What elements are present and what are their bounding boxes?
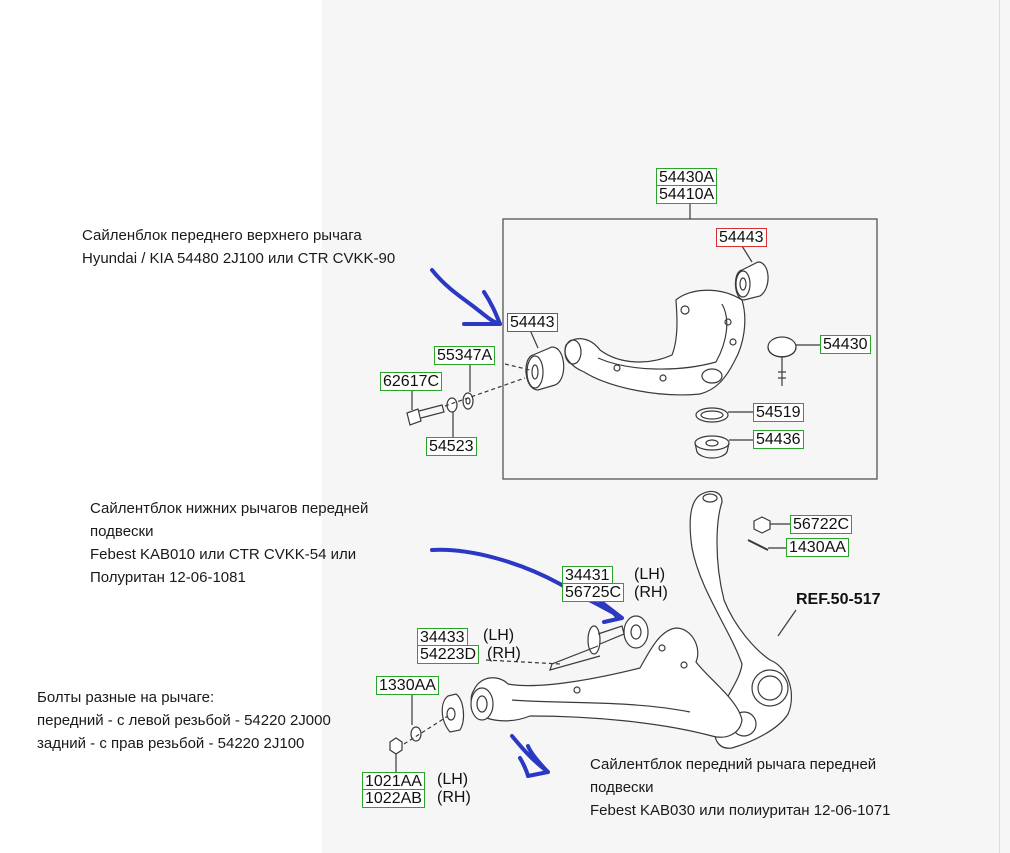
note-bolts-line1: Болты разные на рычаге: — [37, 689, 215, 706]
side-mark-lh-1021AA: (LH) — [437, 771, 469, 788]
part-label-56725C: 56725C — [562, 583, 625, 602]
lower-rear-bushing — [623, 615, 649, 649]
bushing-54443-top — [734, 261, 769, 301]
ref-leader — [777, 609, 797, 637]
lower-arm-inner-rib — [511, 699, 691, 713]
note-lower-line1: Сайлентблок нижних рычагов передней — [90, 500, 369, 517]
part-label-54443-left: 54443 — [507, 313, 558, 332]
upper-arm-inner-rib — [597, 303, 728, 370]
side-mark-lh-34431: (LH) — [634, 566, 666, 583]
marker-arrow-upper — [430, 268, 502, 326]
arm-hole-1 — [680, 305, 690, 315]
note-upper-bushing: Сайленблок переднего верхнего рычага Hyu… — [82, 224, 395, 270]
note-lower-line3: Febest KAB010 или CTR CVKK-54 или — [90, 546, 357, 563]
knuckle-upper-hole — [702, 493, 718, 503]
bolt-62617C — [406, 404, 445, 426]
part-label-54443-top: 54443 — [716, 228, 767, 247]
page-edge-line — [999, 0, 1000, 853]
side-mark-rh-56725C: (RH) — [634, 584, 668, 601]
leader-34433 — [485, 659, 561, 665]
note-front-bushing: Сайлентблок передний рычага передней под… — [590, 753, 890, 822]
side-mark-lh-34433: (LH) — [483, 627, 515, 644]
note-front-line1: Сайлентблок передний рычага передней — [590, 756, 877, 773]
part-label-54523: 54523 — [426, 437, 477, 456]
side-mark-rh-1022AB: (RH) — [437, 789, 471, 806]
part-label-62617C: 62617C — [380, 372, 443, 391]
upper-control-arm — [564, 289, 746, 396]
part-label-56722C: 56722C — [790, 515, 853, 534]
part-label-1021AA: 1021AA — [362, 772, 425, 791]
note-upper-line1: Сайленблок переднего верхнего рычага — [82, 227, 362, 244]
part-label-34433: 34433 — [417, 628, 468, 647]
note-upper-line2: Hyundai / KIA 54480 2J100 или CTR CVKK-9… — [82, 250, 396, 267]
part-label-55347A: 55347A — [434, 346, 496, 365]
bolt-1330AA — [441, 693, 465, 733]
bushing-54443-left — [525, 346, 565, 391]
note-front-line2: подвески — [590, 779, 654, 796]
washer-lower — [410, 726, 422, 742]
lower-arm-hole-3 — [680, 661, 688, 669]
reference-label: REF.50-517 — [796, 591, 881, 608]
leader-55347A — [504, 363, 531, 371]
part-label-1430AA: 1430AA — [786, 538, 849, 557]
note-bolts-line2: передний - с левой резьбой - 54220 2J000 — [37, 712, 331, 729]
nut-56722C — [753, 516, 771, 534]
marker-arrow-front — [510, 734, 550, 778]
lower-front-bushing-eye — [470, 687, 494, 721]
ball-joint-54430 — [767, 336, 797, 386]
hub-bore — [751, 669, 789, 707]
arm-hole-5 — [659, 374, 667, 382]
lower-control-arm — [470, 627, 743, 738]
leader-54443-top — [741, 245, 753, 263]
part-label-34431: 34431 — [562, 566, 613, 585]
snap-ring-54519 — [695, 407, 729, 423]
arm-hole-3 — [729, 338, 737, 346]
washer-55347A — [462, 392, 474, 410]
part-label-54410A: 54410A — [656, 185, 718, 204]
note-lower-bushings: Сайлентблок нижних рычагов передней подв… — [90, 497, 368, 589]
part-label-54223D: 54223D — [417, 645, 480, 664]
part-label-54436: 54436 — [753, 430, 804, 449]
note-lower-line2: подвески — [90, 523, 154, 540]
marker-arrow-lower — [430, 547, 624, 624]
lower-bolt-rear — [549, 625, 625, 671]
part-label-1022AB: 1022AB — [362, 789, 425, 808]
part-label-1330AA: 1330AA — [376, 676, 439, 695]
nut-1021AA — [389, 737, 403, 755]
left-bushing-eye — [564, 339, 582, 365]
part-label-54430: 54430 — [820, 335, 871, 354]
cotter-pin-1430AA — [747, 539, 769, 551]
lower-arm-hole-1 — [573, 686, 581, 694]
arm-hole-2 — [724, 318, 732, 326]
note-bolts-line3: задний - с прав резьбой - 54220 2J100 — [37, 735, 305, 752]
note-front-line3: Febest KAB030 или полиуритан 12-06-1071 — [590, 802, 891, 819]
ball-joint-seat — [701, 368, 723, 384]
note-lower-line4: Полуритан 12-06-1081 — [90, 569, 246, 586]
leader-54443-left — [529, 329, 539, 349]
side-mark-rh-54223D: (RH) — [487, 645, 521, 662]
lower-arm-hole-2 — [658, 644, 666, 652]
dust-cover-54436 — [694, 435, 730, 459]
bolt-axis — [444, 377, 526, 407]
arm-hole-4 — [613, 364, 621, 372]
note-bolts: Болты разные на рычаге: передний - с лев… — [37, 686, 331, 755]
part-label-54519: 54519 — [753, 403, 804, 422]
lower-bolt-axis — [403, 715, 449, 745]
